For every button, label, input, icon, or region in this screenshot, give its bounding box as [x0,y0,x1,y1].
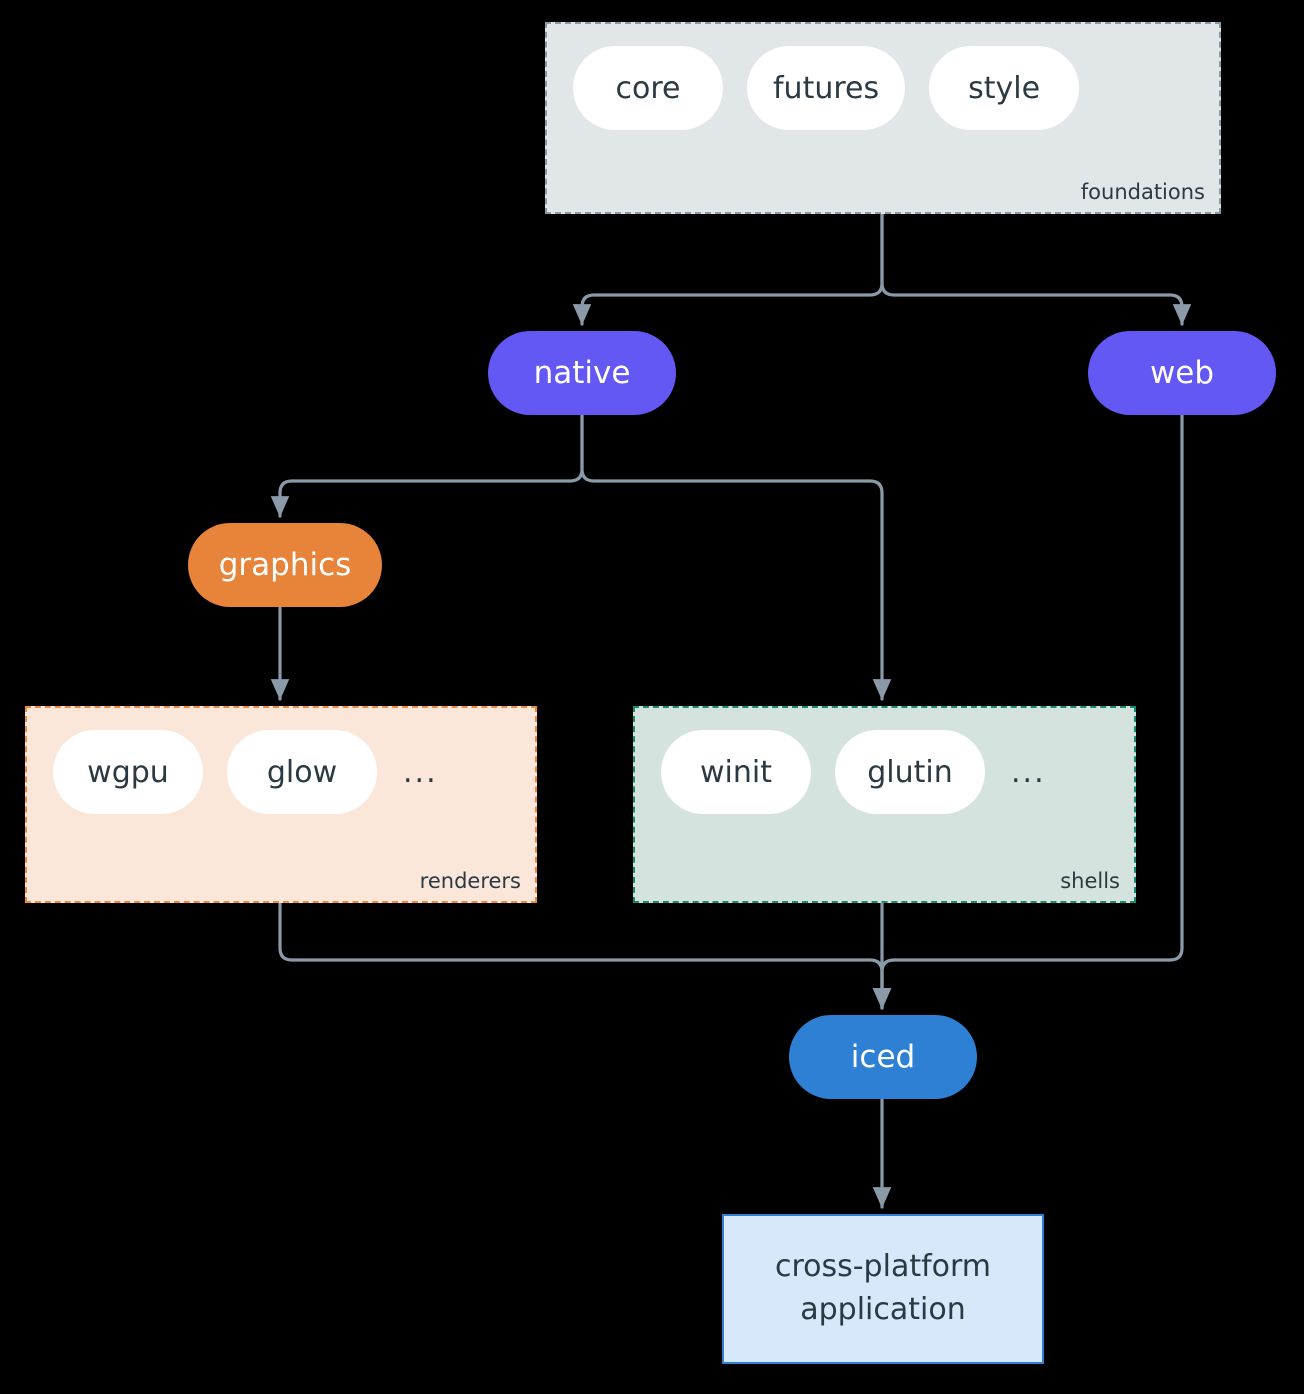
node-web[interactable]: web [1088,331,1276,415]
edge-native-shells [580,413,892,701]
shells-items: winit glutin ... [635,730,1046,814]
group-label-foundations: foundations [1080,180,1205,204]
app-line-1: cross-platform [774,1249,992,1285]
node-cross-platform-application[interactable]: cross-platform application [722,1214,1044,1364]
node-graphics[interactable]: graphics [188,523,382,607]
group-label-shells: shells [1060,869,1120,893]
foundations-items: core futures style [547,46,1080,130]
chip-glow[interactable]: glow [227,730,377,814]
chip-futures[interactable]: futures [747,46,906,130]
renderers-ellipsis: ... [403,754,438,790]
group-foundations: core futures style foundations [545,22,1221,214]
chip-glutin[interactable]: glutin [835,730,985,814]
node-iced[interactable]: iced [789,1015,977,1099]
group-renderers: wgpu glow ... renderers [25,706,537,903]
group-shells: winit glutin ... shells [633,706,1136,903]
edge-renderers-iced [278,901,892,1010]
chip-core[interactable]: core [573,46,723,130]
edge-foundations-web [880,212,1192,326]
group-label-renderers: renderers [419,869,521,893]
shells-ellipsis: ... [1011,754,1046,790]
node-native[interactable]: native [488,331,676,415]
app-line-2: application [800,1292,966,1327]
edge-foundations-native [572,212,884,326]
chip-wgpu[interactable]: wgpu [53,730,203,814]
chip-style[interactable]: style [929,46,1080,130]
edge-native-graphics [270,413,584,518]
chip-winit[interactable]: winit [661,730,811,814]
renderers-items: wgpu glow ... [27,730,438,814]
